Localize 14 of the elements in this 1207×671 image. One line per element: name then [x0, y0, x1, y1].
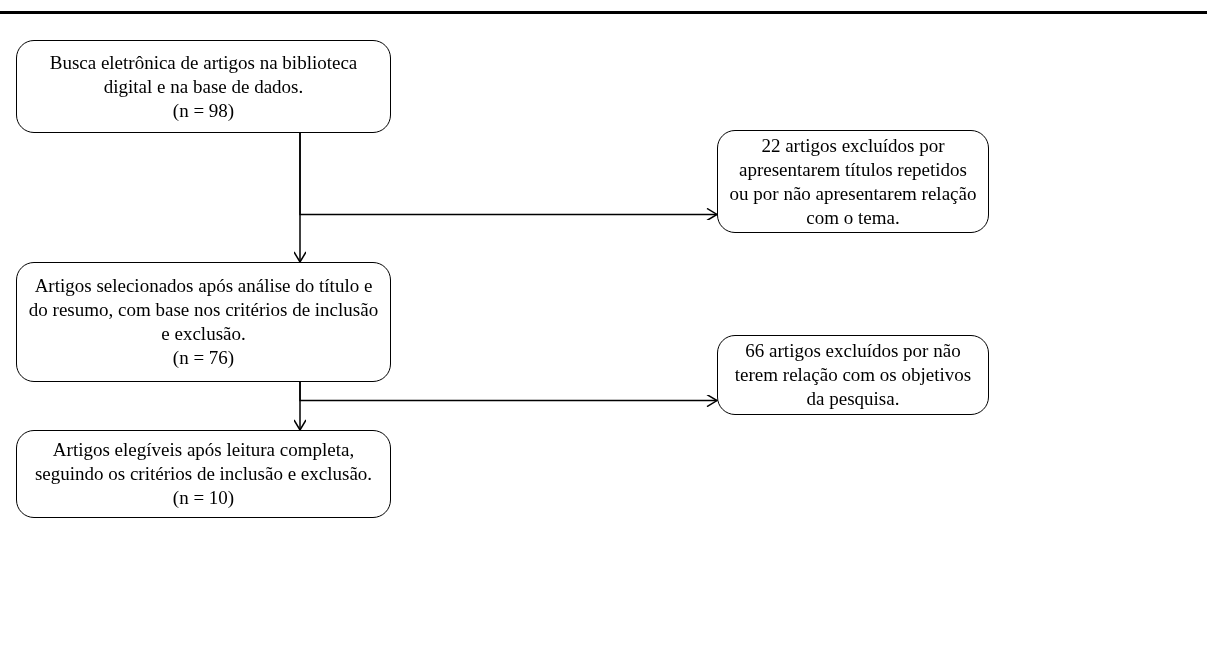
box-text: (n = 76): [172, 346, 235, 370]
box-text: (n = 10): [172, 486, 235, 510]
arrow: [299, 381, 718, 408]
box-text: (n = 98): [172, 98, 235, 123]
process-box: [16, 430, 391, 518]
box-text: 66 artigos excluídos por não terem relação com os objetivos da pesquisa.: [733, 339, 973, 411]
box-text: Artigos selecionados após análise do título e do resumo, com base nos critérios de inclusão e exclusão.: [27, 274, 380, 346]
box-text: 22 artigos excluídos por apresentarem títulos repetidos ou por não apresentarem relação com o tema.: [728, 133, 978, 230]
process-box: [16, 262, 391, 382]
process-box: [16, 40, 391, 133]
arrow: [299, 132, 718, 222]
box-text: Artigos elegíveis após leitura completa, seguindo os critérios de inclusão e exclusão.: [33, 438, 374, 486]
process-box: [717, 335, 989, 415]
box-text: Busca eletrônica de artigos na biblioteca digital e na base de dados.: [48, 50, 359, 99]
